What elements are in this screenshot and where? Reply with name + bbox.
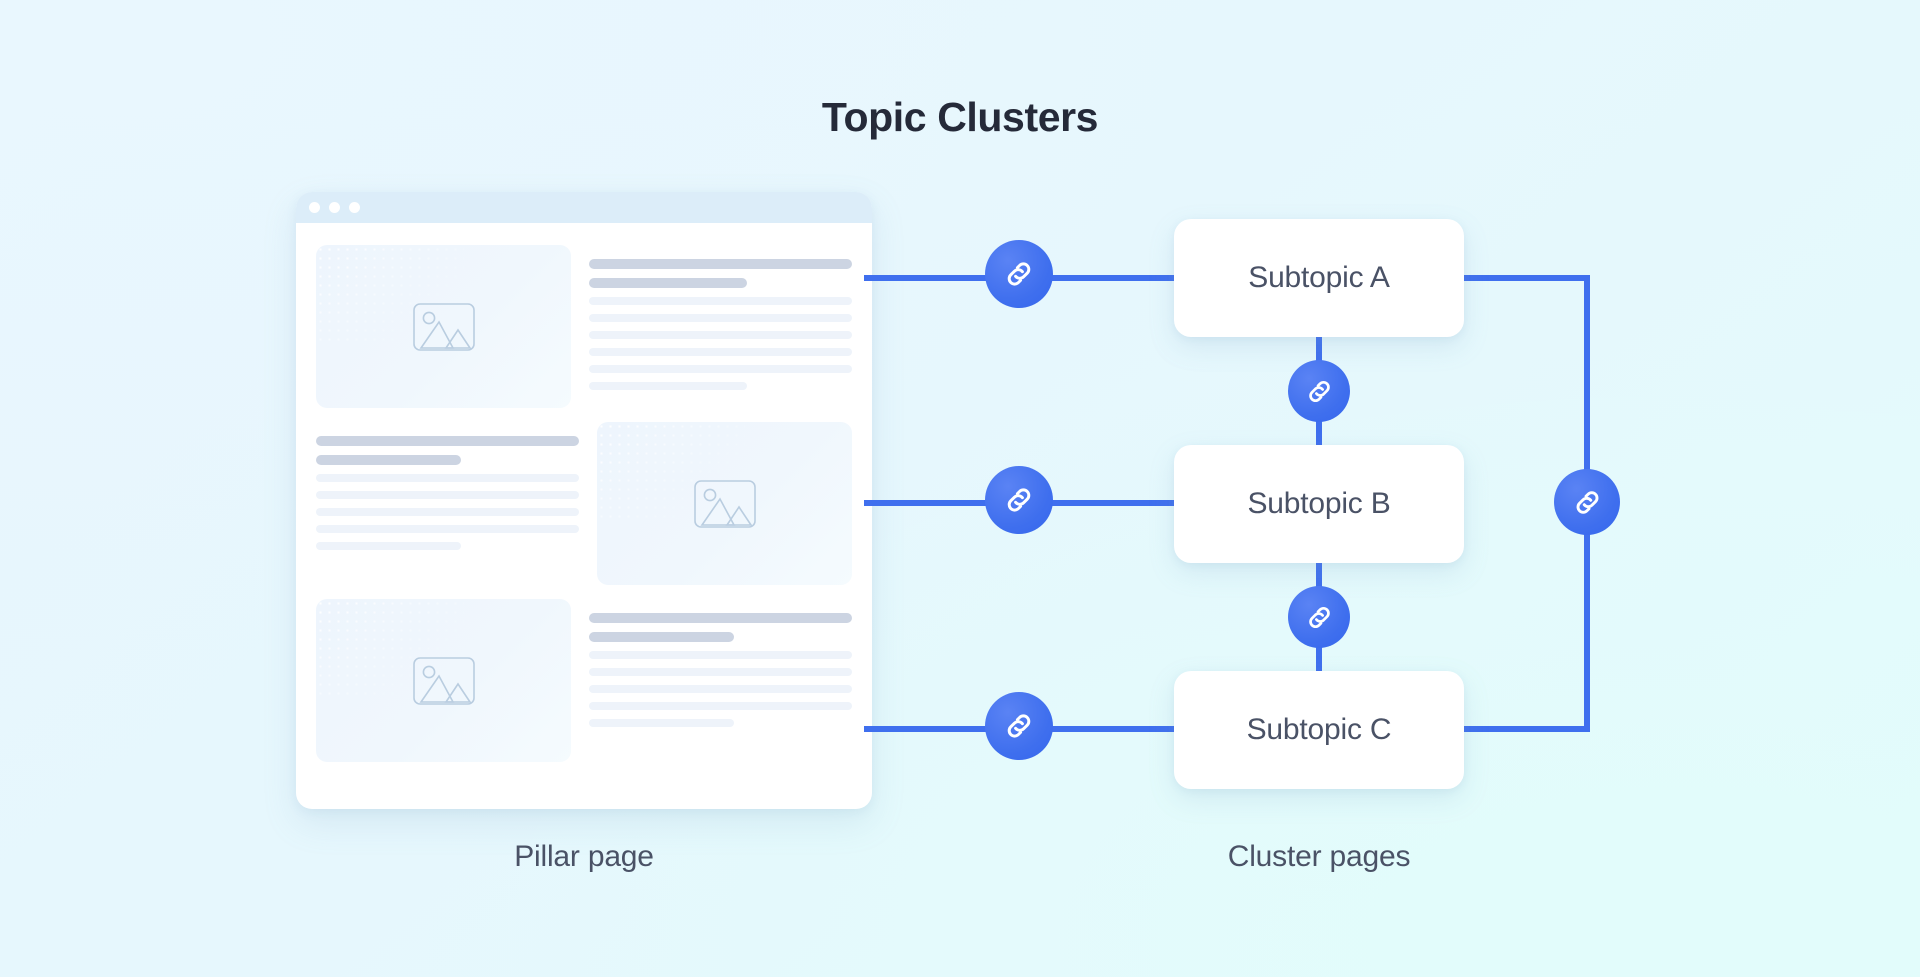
skeleton-line	[316, 542, 461, 550]
subtopic-card-a[interactable]: Subtopic A	[1174, 219, 1464, 337]
skeleton-line	[589, 668, 852, 676]
skeleton-heading	[589, 632, 734, 642]
text-skeleton-block	[316, 422, 579, 559]
skeleton-line	[589, 651, 852, 659]
subtopic-card-c[interactable]: Subtopic C	[1174, 671, 1464, 789]
link-badge-subtopic-b-to-subtopic-c[interactable]	[1288, 586, 1350, 648]
skeleton-heading	[316, 436, 579, 446]
image-placeholder-icon	[693, 479, 756, 528]
content-row	[316, 245, 852, 408]
link-badge-pillar-to-subtopic-a[interactable]	[985, 240, 1053, 308]
link-badge-pillar-to-subtopic-c[interactable]	[985, 692, 1053, 760]
skeleton-line	[589, 702, 852, 710]
subtopic-card-label: Subtopic B	[1247, 487, 1391, 520]
skeleton-line	[316, 525, 579, 533]
image-placeholder-icon	[412, 302, 475, 351]
page-title: Topic Clusters	[821, 94, 1099, 140]
skeleton-line	[589, 331, 852, 339]
skeleton-line	[589, 348, 852, 356]
skeleton-line	[316, 474, 579, 482]
link-badge-subtopic-a-to-subtopic-c[interactable]	[1554, 469, 1620, 535]
skeleton-line	[316, 508, 579, 516]
text-skeleton-block	[589, 599, 852, 736]
wire-bracket-bottom	[1460, 726, 1590, 732]
subtopic-card-label: Subtopic A	[1248, 261, 1390, 294]
text-skeleton-block	[589, 245, 852, 399]
dot-texture	[597, 422, 745, 524]
link-badge-pillar-to-subtopic-b[interactable]	[985, 466, 1053, 534]
image-placeholder-icon	[412, 656, 475, 705]
link-badge-subtopic-a-to-subtopic-b[interactable]	[1288, 360, 1350, 422]
content-row	[316, 422, 852, 585]
image-block	[316, 599, 571, 762]
skeleton-line	[589, 297, 852, 305]
skeleton-heading	[589, 278, 747, 288]
skeleton-line	[589, 314, 852, 322]
skeleton-heading	[589, 259, 852, 269]
dot-texture	[316, 245, 464, 347]
skeleton-heading	[589, 613, 852, 623]
cluster-pages-caption: Cluster pages	[1227, 840, 1411, 873]
link-chain-icon	[1007, 714, 1031, 738]
skeleton-heading	[316, 455, 461, 465]
window-dot-close-icon	[309, 202, 320, 213]
link-chain-icon	[1007, 488, 1031, 512]
image-block	[597, 422, 852, 585]
window-dot-maximize-icon	[349, 202, 360, 213]
browser-content	[296, 223, 872, 780]
browser-title-bar	[296, 192, 872, 223]
link-chain-icon	[1576, 490, 1598, 514]
subtopic-card-b[interactable]: Subtopic B	[1174, 445, 1464, 563]
image-block	[316, 245, 571, 408]
pillar-page-caption: Pillar page	[514, 840, 654, 873]
window-dot-minimize-icon	[329, 202, 340, 213]
skeleton-line	[316, 491, 579, 499]
link-chain-icon	[1308, 606, 1330, 628]
skeleton-line	[589, 685, 852, 693]
link-chain-icon	[1308, 380, 1330, 402]
skeleton-line	[589, 382, 747, 390]
subtopic-card-label: Subtopic C	[1246, 713, 1392, 746]
wire-bracket-top	[1460, 275, 1590, 281]
skeleton-line	[589, 719, 734, 727]
link-chain-icon	[1007, 262, 1031, 286]
skeleton-line	[589, 365, 852, 373]
content-row	[316, 599, 852, 762]
pillar-page-browser-mockup	[296, 192, 872, 809]
dot-texture	[316, 599, 464, 701]
